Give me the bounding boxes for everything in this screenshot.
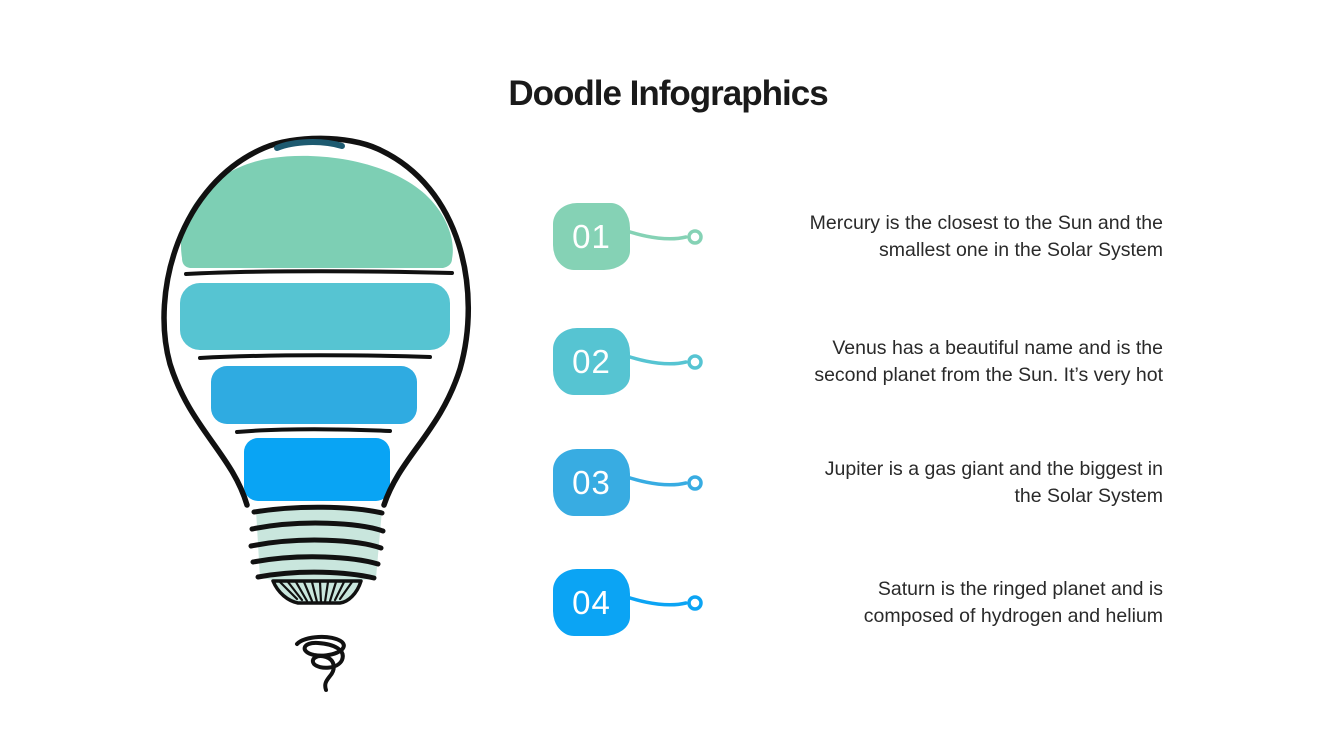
step-number: 03: [572, 463, 611, 501]
step-row-3: 03 Jupiter is a gas giant and the bigges…: [0, 449, 1336, 521]
step-text-line-1: Saturn is the ringed planet and is: [877, 578, 1163, 600]
bulb-screw-threads: [248, 504, 386, 581]
step-text-line-1: Jupiter is a gas giant and the biggest i…: [824, 458, 1163, 480]
step-badge-02: 02: [553, 328, 630, 395]
bulb-divider-2: [198, 353, 432, 360]
step-badge-01: 01: [553, 203, 630, 270]
step-row-1: 01 Mercury is the closest to the Sun and…: [0, 203, 1336, 275]
bulb-segment-2: [180, 283, 450, 350]
step-text-line-2: the Solar System: [1014, 484, 1163, 507]
step-text: Jupiter is a gas giant and the biggest i…: [700, 456, 1163, 509]
bulb-divider-3: [235, 427, 392, 434]
step-badge-04: 04: [553, 569, 630, 636]
page-title: Doodle Infographics: [508, 74, 828, 113]
lightbulb-outline: [161, 135, 472, 692]
step-text-line-2: second planet from the Sun. It’s very ho…: [814, 363, 1163, 386]
lightbulb-illustration: [161, 135, 472, 692]
bulb-segment-1: [181, 155, 453, 268]
connector-icon: [626, 354, 703, 370]
step-text: Mercury is the closest to the Sun and th…: [700, 210, 1163, 263]
lightbulb-segments: [180, 155, 453, 603]
step-text: Saturn is the ringed planet and is compo…: [700, 576, 1163, 629]
step-text-line-1: Venus has a beautiful name and is the: [832, 337, 1163, 359]
bulb-segment-3: [211, 366, 417, 424]
bulb-cone-hatching: [278, 580, 354, 604]
bulb-outline-path: [161, 135, 472, 508]
step-text-line-2: smallest one in the Solar System: [879, 238, 1163, 261]
step-number: 04: [572, 583, 611, 621]
connector-icon: [626, 595, 703, 611]
step-row-2: 02 Venus has a beautiful name and is the…: [0, 328, 1336, 400]
connector-icon: [626, 475, 703, 491]
bulb-segment-4: [244, 438, 390, 501]
bulb-top-accent: [274, 139, 345, 151]
step-row-4: 04 Saturn is the ringed planet and is co…: [0, 569, 1336, 641]
bulb-wire-squiggle-icon: [295, 635, 346, 692]
step-number: 02: [572, 342, 611, 380]
connector-icon: [626, 229, 703, 245]
bulb-cone-outline: [271, 579, 363, 605]
bulb-divider-1: [184, 269, 454, 276]
step-text-line-2: composed of hydrogen and helium: [863, 604, 1163, 627]
step-badge-03: 03: [553, 449, 630, 516]
step-text-line-1: Mercury is the closest to the Sun and th…: [809, 212, 1163, 234]
step-number: 01: [572, 217, 611, 255]
step-text: Venus has a beautiful name and is the se…: [700, 335, 1163, 388]
